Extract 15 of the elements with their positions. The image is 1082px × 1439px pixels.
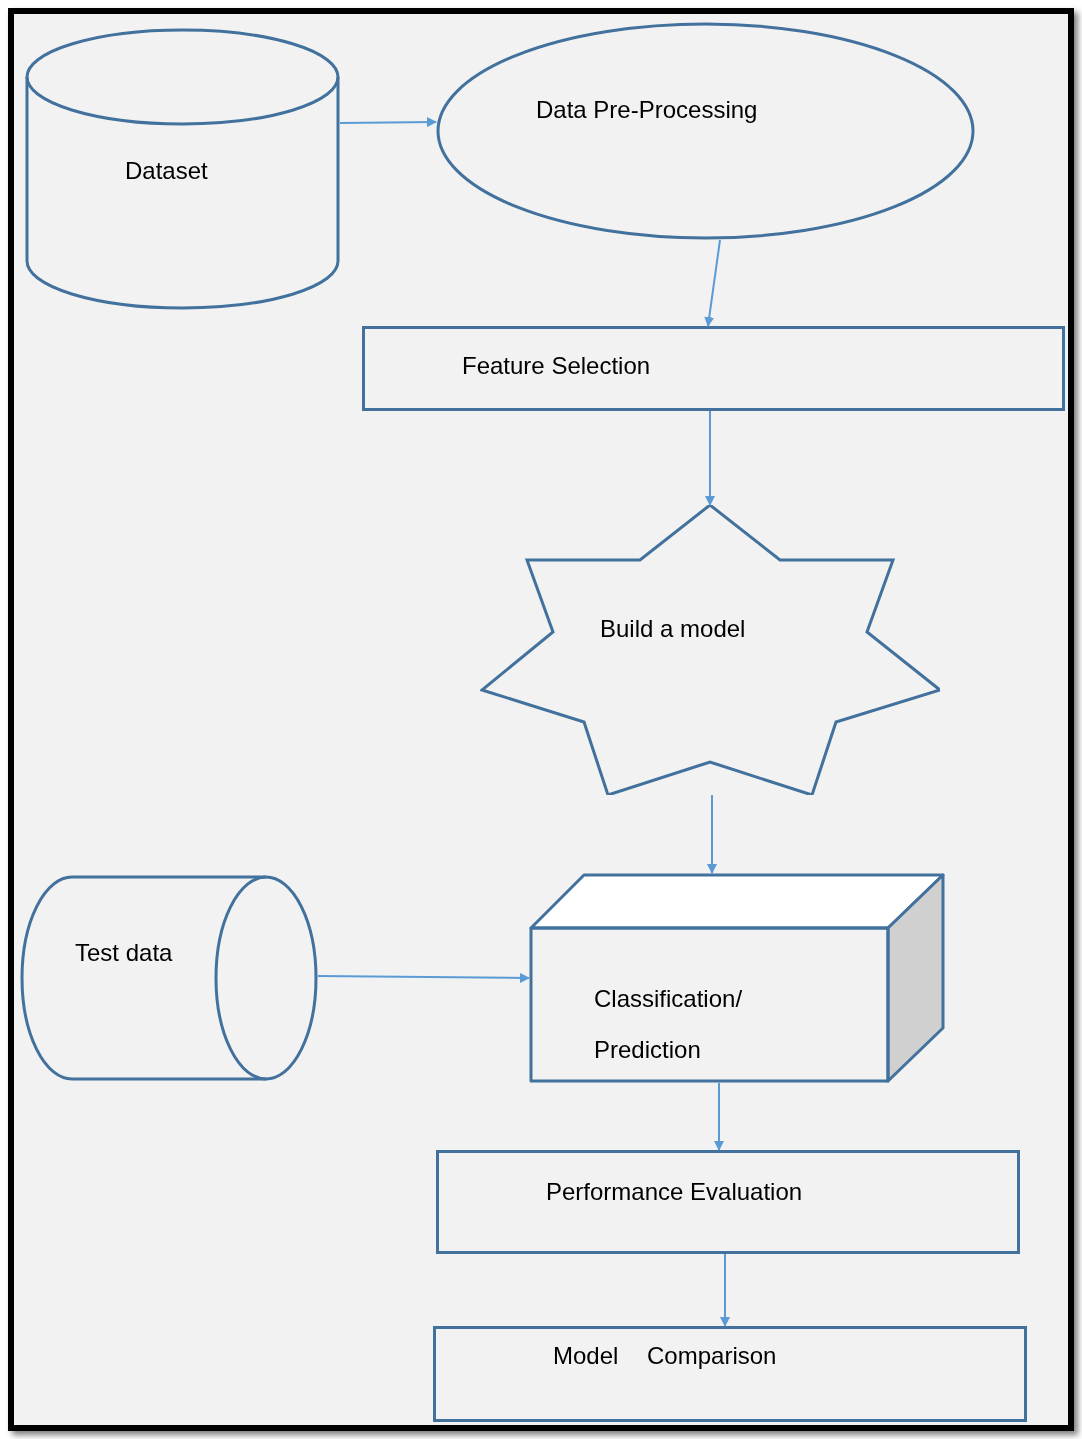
- node-label: Model Comparison: [553, 1341, 778, 1371]
- node-label: Build a model: [600, 614, 747, 644]
- node-label: Test data: [75, 938, 174, 968]
- arrow: [705, 410, 715, 506]
- node-label: Classification/ Prediction: [594, 984, 744, 1065]
- arrow: [707, 794, 717, 874]
- arrow: [704, 239, 721, 327]
- node-label: Performance Evaluation: [546, 1177, 804, 1207]
- arrow: [339, 117, 437, 128]
- arrow: [720, 1253, 730, 1327]
- node-label: Dataset: [125, 156, 209, 186]
- node-label: Feature Selection: [462, 351, 652, 381]
- arrow: [317, 972, 530, 983]
- arrow: [714, 1082, 724, 1151]
- node-label: Data Pre-Processing: [536, 95, 759, 125]
